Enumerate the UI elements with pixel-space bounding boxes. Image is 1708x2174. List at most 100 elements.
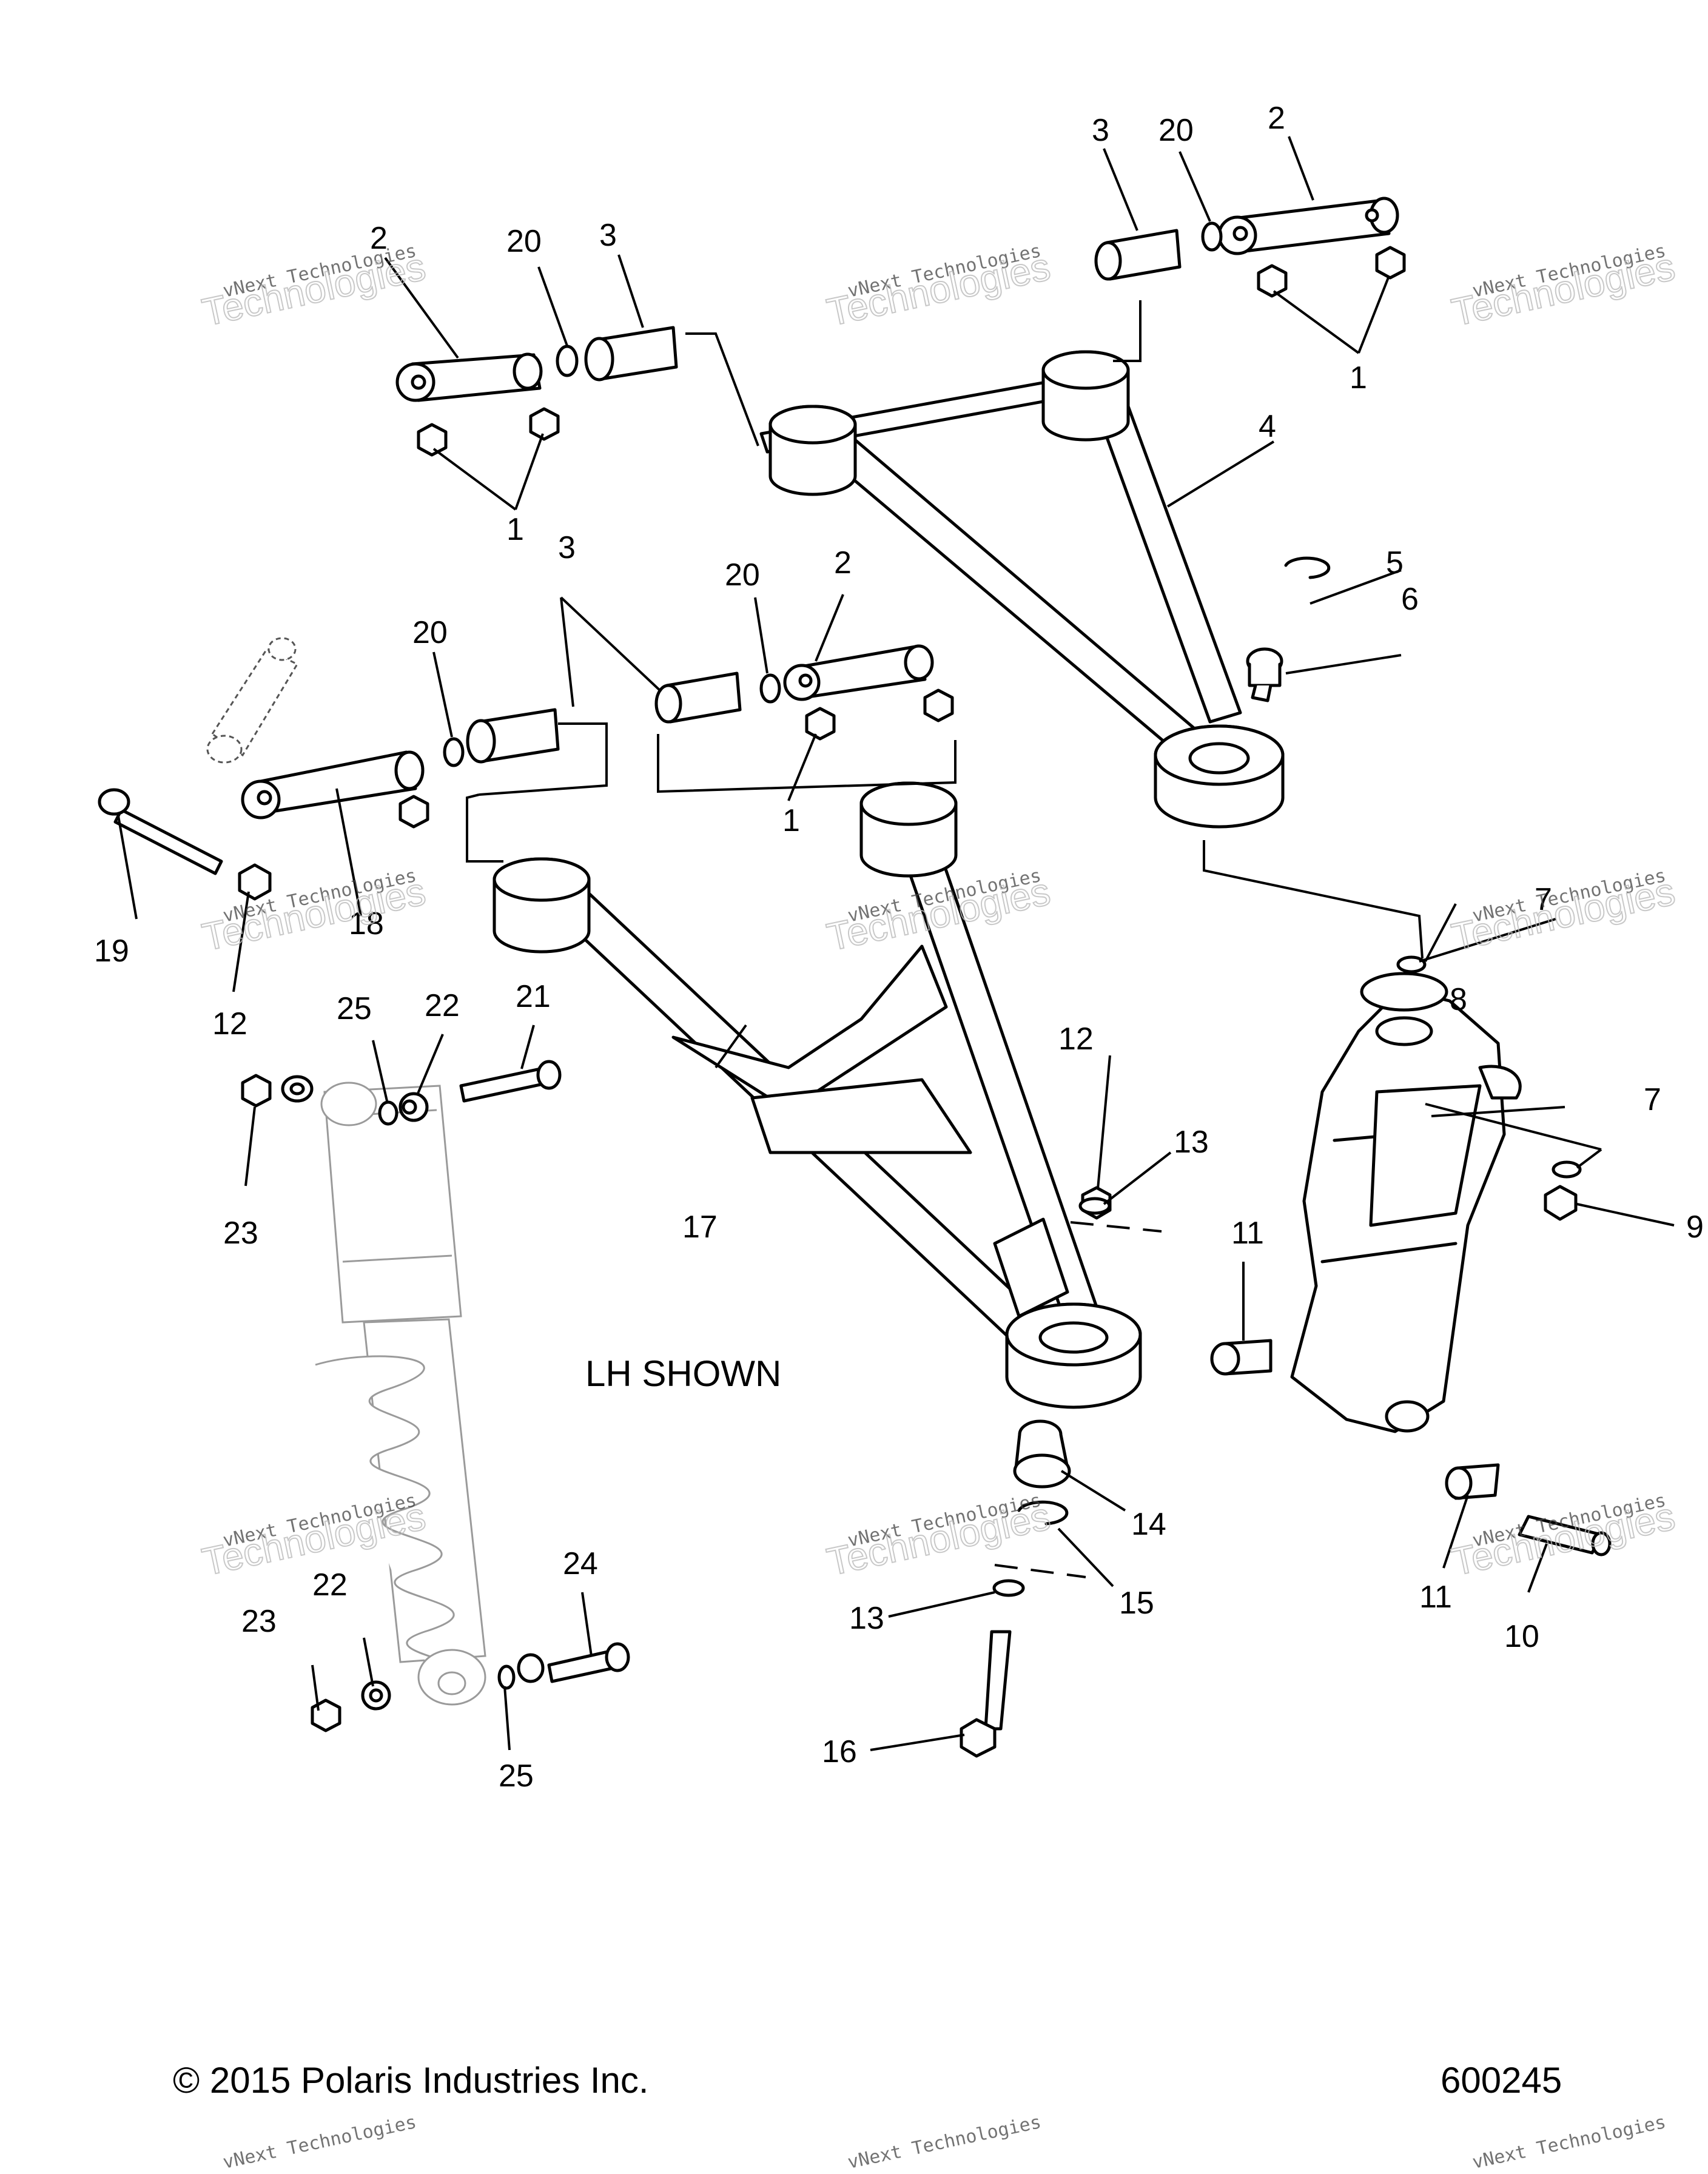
callout-24: 24 [563,1546,598,1581]
upper-left-bushing [584,326,678,382]
watermark-top-right: vNext Technologies Technologies [1447,240,1679,335]
lower-left-thrust-washer [443,737,465,767]
callout-21: 21 [516,979,551,1014]
callout-18: 18 [349,906,384,941]
lower-shock-o-ring [497,1664,516,1690]
upper-ball-joint-washer [1396,955,1427,974]
callout-3: 3 [599,218,617,253]
watermark-bottom-center: vNext Technologies [846,2112,1043,2173]
callout-15: 15 [1119,1586,1154,1621]
callout-12: 12 [212,1006,247,1042]
lower-right-pivot-pin [783,644,934,701]
upper-shock-bushing [398,1092,429,1122]
upper-shock-o-ring [378,1100,398,1126]
callout-12: 12 [1058,1021,1094,1057]
lower-right-thrust-washer [759,673,781,704]
callout-3: 3 [1092,113,1109,148]
knuckle-pivot-sleeve [1518,1515,1612,1556]
watermark-middle-left: vNext Technologies Technologies [198,865,429,960]
svg-text:Technologies: Technologies [823,1494,1054,1584]
callout-22: 22 [312,1567,348,1603]
watermark-lower-center: vNext Technologies Technologies [822,1490,1054,1584]
lower-shock-bushing [517,1653,545,1683]
watermark-middle-right: vNext Technologies Technologies [1447,865,1679,960]
svg-text:Technologies: Technologies [198,244,429,334]
steering-knuckle [1290,972,1522,1433]
callout-3: 3 [558,530,576,565]
lower-ball-joint-bolt [960,1630,1012,1758]
callout-5: 5 [1386,545,1404,581]
watermark-bottom-right: vNext Technologies [1470,2112,1667,2173]
lower-right-nuts [805,688,954,741]
upper-left-thrust-washer [556,345,579,377]
watermark-top-center: vNext Technologies Technologies [822,240,1054,335]
upper-right-pivot-pin [1217,197,1399,255]
callout-9: 9 [1686,1210,1704,1245]
upper-a-arm [759,350,1285,829]
upper-right-thrust-washer [1201,221,1223,252]
lower-left-pivot-pin [241,750,425,819]
callout-4: 4 [1259,409,1276,444]
upper-shock-nut [241,1074,272,1108]
svg-text:Technologies: Technologies [823,244,1054,334]
callout-14: 14 [1131,1507,1166,1542]
callout-13: 13 [849,1601,884,1636]
upper-ball-joint [1246,647,1283,702]
callout-1: 1 [506,512,524,547]
svg-text:vNext Technologies: vNext Technologies [846,2112,1043,2173]
svg-text:Technologies: Technologies [1448,244,1678,334]
callout-25: 25 [337,991,372,1026]
callout-11: 11 [1419,1580,1452,1615]
callout-1: 1 [1350,360,1367,395]
watermark-bottom-left: vNext Technologies [221,2112,418,2173]
callout-23: 23 [223,1216,258,1251]
lower-a-arm [493,781,1142,1409]
callout-7: 7 [1644,1082,1661,1117]
callout-2: 2 [834,545,852,581]
callout-2: 2 [370,221,388,256]
callout-11: 11 [1231,1216,1264,1251]
lower-left-nut [398,795,429,829]
assembly-brackets [466,300,1602,1578]
callout-23: 23 [241,1604,277,1639]
callout-17: 17 [682,1210,718,1245]
copyright-notice: © 2015 Polaris Industries Inc. [173,2060,649,2101]
watermark-lower-right: vNext Technologies Technologies [1447,1490,1679,1584]
callout-25: 25 [499,1758,534,1794]
callout-20: 20 [725,557,760,593]
upper-left-nuts [417,407,560,457]
callout-labels: 2 20 3 1 3 20 2 1 4 5 6 20 3 20 2 1 19 1… [94,101,1704,1794]
shock-absorber [315,1082,486,1706]
callout-20: 20 [412,615,448,650]
svg-text:vNext Technologies: vNext Technologies [1470,2112,1667,2173]
knuckle-bushing-front [1210,1339,1273,1376]
callout-16: 16 [822,1734,857,1769]
lower-right-bushing [654,671,742,724]
lower-left-bushing [466,708,560,764]
lower-shock-spacer [361,1680,391,1711]
upper-shock-bolt [459,1060,562,1103]
callout-20: 20 [506,224,542,259]
callout-6: 6 [1401,582,1419,617]
upper-left-pivot-pin [395,352,543,402]
callout-20: 20 [1158,113,1194,148]
svg-text:Technologies: Technologies [198,869,429,959]
drawing-number: 600245 [1441,2060,1562,2101]
view-note: LH SHOWN [585,1353,781,1394]
shock-mount-bolt [98,788,223,875]
upper-right-bushing [1094,229,1182,281]
watermark-top-left: vNext Technologies Technologies [198,240,429,335]
svg-text:vNext Technologies: vNext Technologies [221,2112,418,2173]
leader-lines [117,136,1675,1751]
knuckle-bushing-rear [1445,1463,1500,1500]
callout-2: 2 [1268,101,1285,136]
upper-right-nuts [1257,246,1406,298]
lower-shock-bolt [547,1642,630,1683]
upper-shock-spacer [281,1075,314,1103]
svg-text:Technologies: Technologies [1448,1494,1678,1584]
lower-ball-joint-circlip [1017,1500,1069,1526]
tie-rod-nut [1544,1185,1578,1221]
lower-left-pivot-pin-ghost [206,637,299,764]
shock-mount-nut [238,863,272,901]
